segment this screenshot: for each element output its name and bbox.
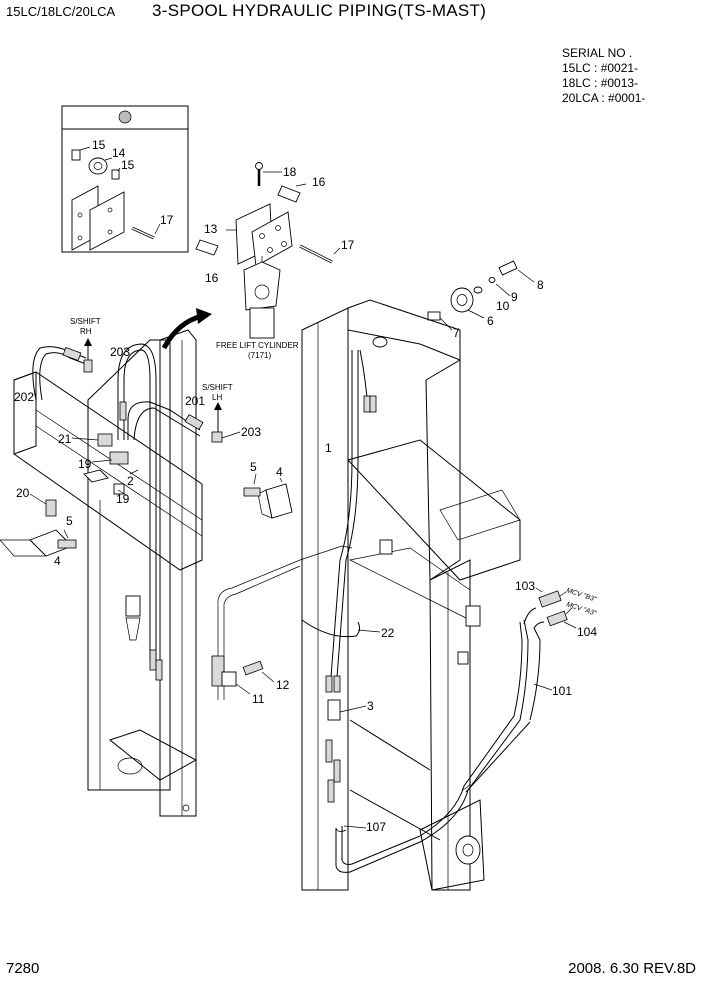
left-fittings bbox=[29, 433, 139, 549]
inner-mast-left bbox=[87, 329, 198, 817]
free-lift-cylinder-ref: (7171) bbox=[248, 351, 271, 360]
callout-5: 5 bbox=[66, 514, 73, 528]
sheave-6 bbox=[450, 287, 474, 313]
pin-part bbox=[111, 169, 120, 180]
washer-9 bbox=[473, 286, 483, 294]
center-block-4 bbox=[243, 473, 293, 519]
bolt-18 bbox=[255, 162, 263, 170]
pulley-wheel bbox=[88, 157, 108, 175]
pin-icon bbox=[372, 336, 388, 348]
serial-number-block: SERIAL NO . 15LC : #0021- 18LC : #0013- … bbox=[562, 46, 645, 106]
bracket-plate bbox=[89, 191, 125, 251]
callout-21: 21 bbox=[58, 432, 72, 446]
cylinder-head bbox=[243, 261, 281, 311]
model-list: 15LC/18LC/20LCA bbox=[6, 4, 116, 19]
serial-line: 20LCA : #0001- bbox=[562, 91, 646, 105]
cylinder-head-assembly bbox=[195, 162, 341, 339]
callout-14: 14 bbox=[112, 146, 126, 160]
bracket-block bbox=[379, 539, 393, 555]
fitting-5 bbox=[243, 487, 261, 497]
sheave-assembly bbox=[427, 260, 535, 331]
callout-203: 203 bbox=[110, 345, 130, 359]
callout-20: 20 bbox=[16, 486, 30, 500]
callout-8: 8 bbox=[537, 278, 544, 292]
revision-date: 2008. 6.30 REV.8D bbox=[568, 960, 696, 977]
serial-heading: SERIAL NO . bbox=[562, 46, 633, 60]
bolt-8 bbox=[498, 260, 518, 276]
lower-fittings-3 bbox=[325, 699, 367, 803]
washer-10 bbox=[488, 277, 496, 283]
callout-201: 201 bbox=[185, 394, 205, 408]
callout-10: 10 bbox=[496, 299, 510, 313]
callout-6: 6 bbox=[487, 314, 494, 328]
hydraulic-hose-101 bbox=[335, 607, 553, 873]
sideshift-hoses-201 bbox=[32, 343, 204, 681]
pin-7 bbox=[427, 311, 441, 321]
serial-line: 15LC : #0021- bbox=[562, 61, 639, 75]
callout-12: 12 bbox=[276, 678, 290, 692]
plate-13 bbox=[251, 211, 293, 267]
sshift-lh-label: S/SHIFT bbox=[202, 383, 233, 392]
callout-16: 16 bbox=[312, 175, 326, 189]
free-lift-cylinder-label: FREE LIFT CYLINDER bbox=[216, 341, 299, 350]
callout-22: 22 bbox=[381, 626, 395, 640]
sshift-lh-sub: LH bbox=[212, 393, 222, 402]
callout-107: 107 bbox=[366, 820, 386, 834]
pin-part bbox=[71, 149, 81, 161]
mast-frame bbox=[301, 299, 521, 891]
sshift-rh-sub: RH bbox=[80, 327, 92, 336]
callout-17: 17 bbox=[341, 238, 355, 252]
bracket-block bbox=[457, 651, 469, 665]
callout-7: 7 bbox=[453, 326, 460, 340]
fitting-5 bbox=[57, 539, 77, 549]
callout-19: 19 bbox=[78, 457, 92, 471]
callout-5: 5 bbox=[250, 460, 257, 474]
inset-detail-box bbox=[61, 105, 189, 253]
callout-1: 1 bbox=[325, 441, 332, 455]
page-title: 3-SPOOL HYDRAULIC PIPING(TS-MAST) bbox=[152, 1, 487, 20]
detail-marker-icon bbox=[118, 110, 132, 124]
pin-16 bbox=[277, 185, 301, 203]
callout-18: 18 bbox=[283, 165, 297, 179]
callout-13: 13 bbox=[204, 222, 218, 236]
callout-9: 9 bbox=[511, 290, 518, 304]
roller-icon bbox=[455, 835, 481, 865]
serial-line: 18LC : #0013- bbox=[562, 76, 639, 90]
page-number: 7280 bbox=[6, 960, 40, 977]
fitting-103 bbox=[535, 587, 562, 608]
fitting-104 bbox=[546, 610, 577, 629]
callout-4: 4 bbox=[276, 465, 283, 479]
callout-16: 16 bbox=[205, 271, 219, 285]
callout-11: 11 bbox=[252, 692, 265, 706]
hose-clamp-22 bbox=[301, 619, 381, 638]
callout-2: 2 bbox=[127, 474, 134, 488]
sshift-rh-indicator bbox=[83, 338, 93, 373]
callout-19: 19 bbox=[116, 492, 130, 506]
callout-202: 202 bbox=[14, 390, 34, 404]
free-lift-cylinder bbox=[249, 307, 275, 339]
callout-103: 103 bbox=[515, 579, 535, 593]
hydraulic-hose-1 bbox=[325, 349, 377, 693]
callout-15: 15 bbox=[121, 158, 135, 172]
callout-15: 15 bbox=[92, 138, 106, 152]
fork-carriage bbox=[0, 371, 203, 571]
pin-16 bbox=[195, 239, 219, 256]
callout-104: 104 bbox=[577, 625, 597, 639]
callout-4: 4 bbox=[54, 554, 61, 568]
bracket-block bbox=[465, 605, 481, 627]
callout-3: 3 bbox=[367, 699, 374, 713]
sshift-lh-indicator bbox=[211, 402, 241, 443]
callout-101: 101 bbox=[552, 684, 572, 698]
sshift-rh-label: S/SHIFT bbox=[70, 317, 101, 326]
callout-17: 17 bbox=[160, 213, 174, 227]
callout-203: 203 bbox=[241, 425, 261, 439]
center-connector-11 bbox=[211, 545, 353, 700]
